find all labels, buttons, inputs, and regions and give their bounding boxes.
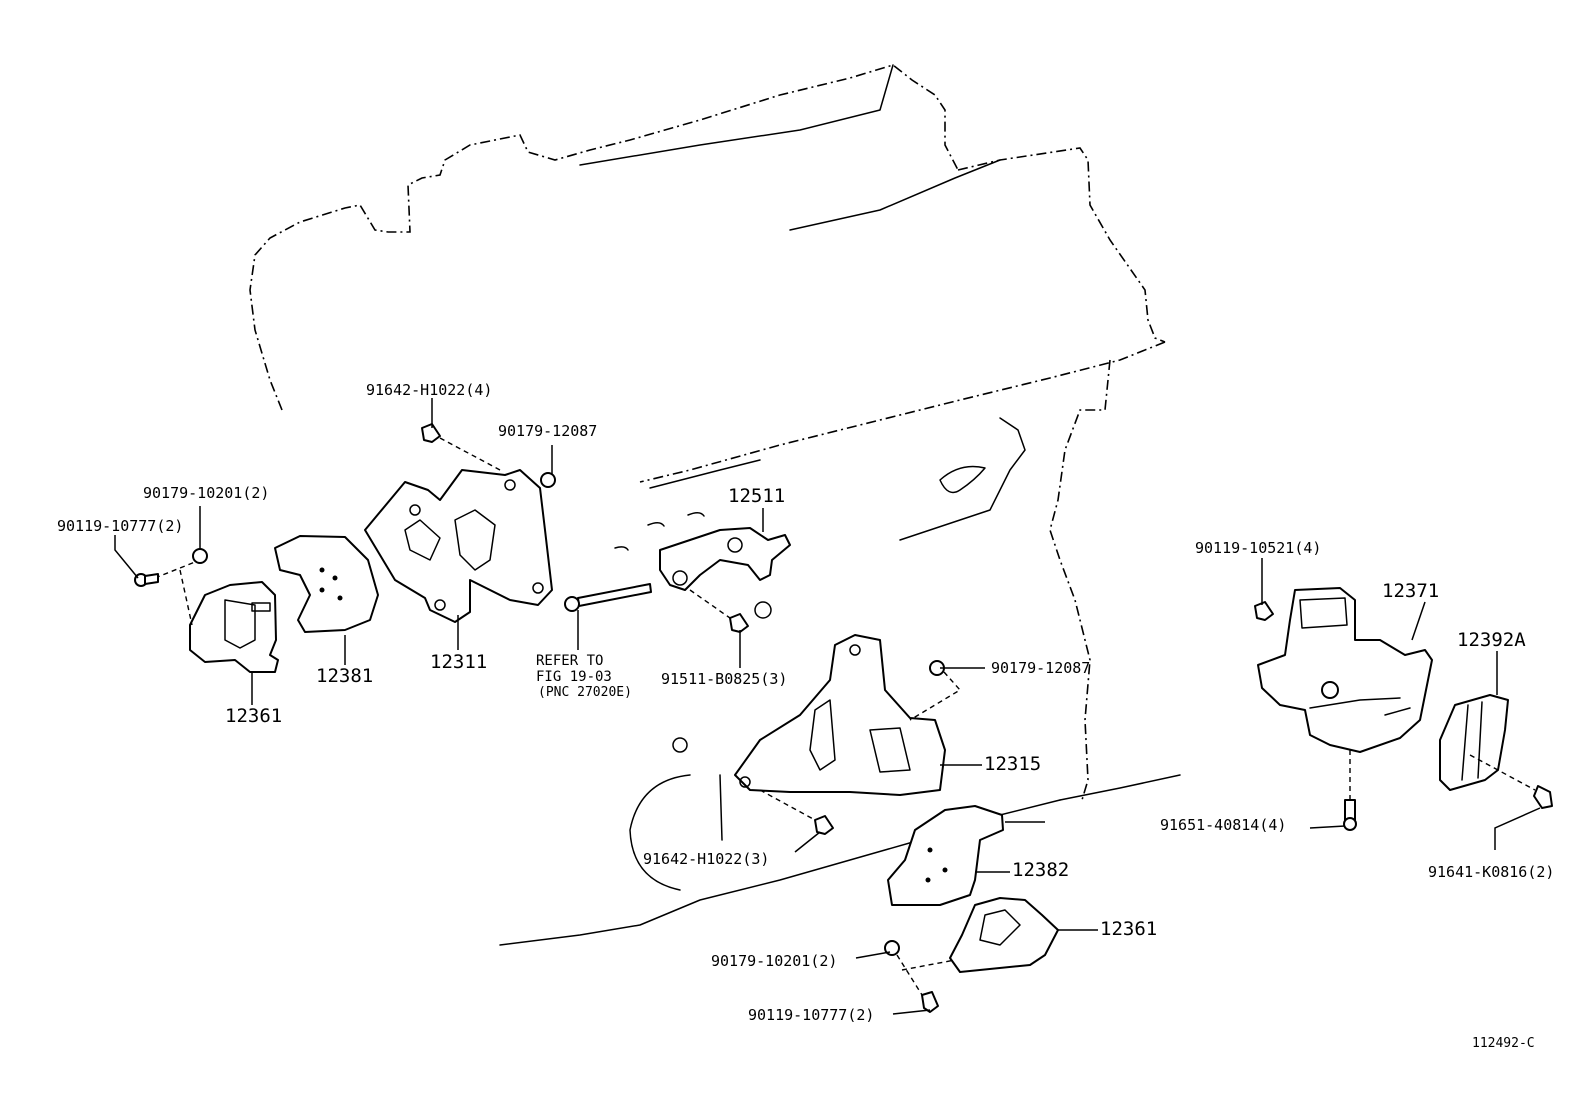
label-91641-k0816: 91641-K0816(2)	[1428, 863, 1554, 881]
insulator-12392A	[1439, 694, 1509, 791]
label-12361-bottom: 12361	[1100, 918, 1157, 940]
label-12311: 12311	[430, 651, 487, 673]
bolt-91642-H1022-bottom	[759, 789, 834, 835]
bracket-12311	[364, 469, 553, 623]
engine-block-outline	[249, 64, 1181, 946]
label-90119-10521: 90119-10521(4)	[1195, 539, 1321, 557]
label-12381: 12381	[316, 665, 373, 687]
nut-90179-12087-top	[540, 472, 556, 488]
part-number-labels: 91642-H1022(4) 90179-12087 90179-10201(2…	[57, 381, 1554, 1051]
insulator-12381	[274, 535, 379, 633]
insulator-12382	[887, 805, 1004, 906]
label-90119-10777-bottom: 90119-10777(2)	[748, 1006, 874, 1024]
label-91642-h1022-top: 91642-H1022(4)	[366, 381, 492, 399]
bolt-90119-10777-left	[134, 573, 159, 587]
label-12382: 12382	[1012, 859, 1069, 881]
label-90179-12087-mid: 90179-12087	[991, 659, 1090, 677]
bottom-mount-12361	[949, 897, 1059, 973]
label-12361-left: 12361	[225, 705, 282, 727]
label-90179-12087-top: 90179-12087	[498, 422, 597, 440]
label-90179-10201-bottom: 90179-10201(2)	[711, 952, 837, 970]
nut-90179-10201-left	[192, 548, 208, 564]
bracket-12371	[1257, 587, 1433, 753]
bracket-12511	[614, 512, 791, 591]
bolt-91641-K0816	[1469, 754, 1553, 809]
label-12511: 12511	[728, 485, 785, 507]
leader-lines	[114, 398, 1541, 1015]
label-90119-10777-left: 90119-10777(2)	[57, 517, 183, 535]
label-91511-b0825: 91511-B0825(3)	[661, 670, 787, 688]
nut-90179-12087-mid	[909, 660, 962, 721]
label-12392a: 12392A	[1457, 629, 1526, 651]
bolt-90119-10521	[1254, 601, 1274, 621]
refer-note-line1: REFER TO	[536, 653, 603, 669]
refer-note-line3: (PNC 27020E)	[538, 685, 632, 700]
bolt-91651-40814	[1343, 750, 1357, 831]
nut-90179-10201-bottom	[884, 940, 956, 996]
label-12315: 12315	[984, 753, 1041, 775]
label-91642-h1022-bottom: 91642-H1022(3)	[643, 850, 769, 868]
diagram-id: 112492-C	[1472, 1036, 1535, 1051]
label-90179-10201-left: 90179-10201(2)	[143, 484, 269, 502]
label-12371: 12371	[1382, 580, 1439, 602]
bolt-91642-H1022-top	[421, 423, 501, 471]
bracket-12315	[734, 634, 946, 796]
left-mount-12361	[154, 559, 279, 673]
refer-note-line2: FIG 19-03	[536, 669, 612, 685]
label-91651-40814: 91651-40814(4)	[1160, 816, 1286, 834]
bolt-90119-10777-bottom	[921, 991, 939, 1013]
through-bolt	[564, 583, 652, 612]
bolt-91511-B0825	[689, 589, 749, 633]
